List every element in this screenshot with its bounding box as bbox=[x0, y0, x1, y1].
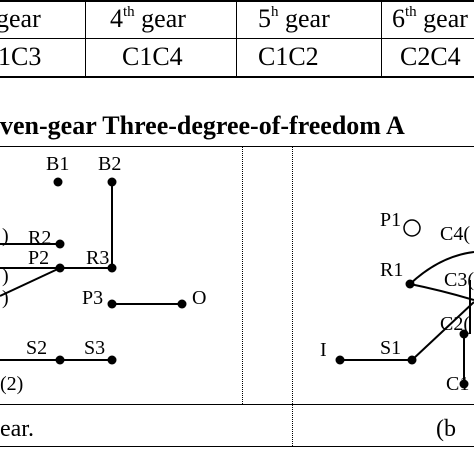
label-r1: R1 bbox=[380, 259, 403, 281]
left-diagram-links bbox=[0, 182, 182, 361]
label-o: O bbox=[192, 287, 206, 309]
link-p2-diagonal bbox=[0, 267, 61, 297]
table-mid-rule bbox=[0, 38, 474, 39]
table-cell-c1c2: C1C2 bbox=[258, 42, 319, 71]
label-c3: C3( bbox=[444, 269, 474, 291]
label-s3: S3 bbox=[84, 337, 105, 359]
right-diagram-links bbox=[340, 251, 474, 384]
label-s1: S1 bbox=[380, 337, 401, 359]
node-b2 bbox=[107, 177, 117, 187]
node-s1 bbox=[407, 355, 417, 365]
node-i bbox=[335, 355, 345, 365]
label-p2: P2 bbox=[28, 247, 49, 269]
table-header-5th-gear: 5h gear bbox=[258, 4, 330, 33]
table-top-rule bbox=[0, 0, 474, 2]
table-header-6th-gear: 6th gear bbox=[392, 4, 468, 33]
node-p2 bbox=[55, 263, 65, 273]
label-p3: P3 bbox=[82, 287, 103, 309]
label-paren: ) bbox=[2, 287, 9, 309]
table-cell-1c3: 1C3 bbox=[0, 42, 42, 71]
label-i: I bbox=[320, 339, 327, 361]
table-header-4th-gear: 4th gear bbox=[110, 4, 186, 33]
node-c2 bbox=[459, 329, 469, 339]
label-s2: S2 bbox=[26, 337, 47, 359]
gear-table: gear 4th gear 5h gear 6th gear 1C3 C1C4 … bbox=[0, 0, 474, 80]
left-subfigure-caption: ear. bbox=[0, 416, 34, 442]
table-bottom-rule bbox=[0, 76, 474, 78]
table-col-divider bbox=[381, 0, 382, 78]
table-col-divider bbox=[85, 0, 86, 78]
left-diagram-labels: B1 B2 ) R2 ) P2 R3 ) P3 O S2 S3 (2) bbox=[0, 153, 206, 395]
right-diagram-nodes bbox=[335, 219, 469, 389]
label-c4: C4( bbox=[440, 223, 470, 245]
link-r1-c4 bbox=[409, 251, 474, 285]
link-s1-c2 bbox=[411, 301, 474, 361]
frame-divider-dotted bbox=[242, 146, 243, 404]
figure-caption-heading: ven-gear Three-degree-of-freedom A bbox=[0, 111, 405, 140]
node-c1 bbox=[459, 379, 469, 389]
node-p3 bbox=[107, 299, 117, 309]
label-b1: B1 bbox=[46, 153, 69, 175]
node-p1-open bbox=[403, 219, 421, 237]
frame-bottom-rule bbox=[0, 404, 474, 405]
table-cell-c1c4: C1C4 bbox=[122, 42, 183, 71]
node-b1 bbox=[53, 177, 63, 187]
label-paren: ) bbox=[2, 265, 9, 287]
node-s2 bbox=[55, 355, 65, 365]
node-s3 bbox=[107, 355, 117, 365]
frame-top-rule bbox=[0, 146, 474, 147]
label-r2: R2 bbox=[28, 227, 51, 249]
node-r3 bbox=[107, 263, 117, 273]
right-diagram-labels: P1 C4( R1 C3( C2( I S1 C1 bbox=[320, 209, 474, 395]
label-paren: ) bbox=[2, 225, 9, 247]
label-c2: C2( bbox=[440, 313, 470, 335]
table-cell-c2c4: C2C4 bbox=[400, 42, 461, 71]
label-r3: R3 bbox=[86, 247, 109, 269]
label-p1: P1 bbox=[380, 209, 401, 231]
frame-divider-dotted bbox=[292, 404, 293, 446]
node-r2 bbox=[55, 239, 65, 249]
right-subfigure-caption: (b bbox=[436, 416, 456, 442]
label-bottom-left: (2) bbox=[0, 373, 23, 395]
link-r1-c3 bbox=[409, 283, 474, 301]
frame-lowest-rule bbox=[0, 446, 474, 447]
frame-divider-dotted bbox=[292, 146, 293, 404]
table-header-gear: gear bbox=[0, 4, 41, 33]
label-b2: B2 bbox=[98, 153, 121, 175]
node-o bbox=[177, 299, 187, 309]
label-c1: C1 bbox=[446, 373, 469, 395]
left-diagram-nodes bbox=[53, 177, 187, 365]
node-r1 bbox=[405, 279, 415, 289]
table-col-divider bbox=[236, 0, 237, 78]
